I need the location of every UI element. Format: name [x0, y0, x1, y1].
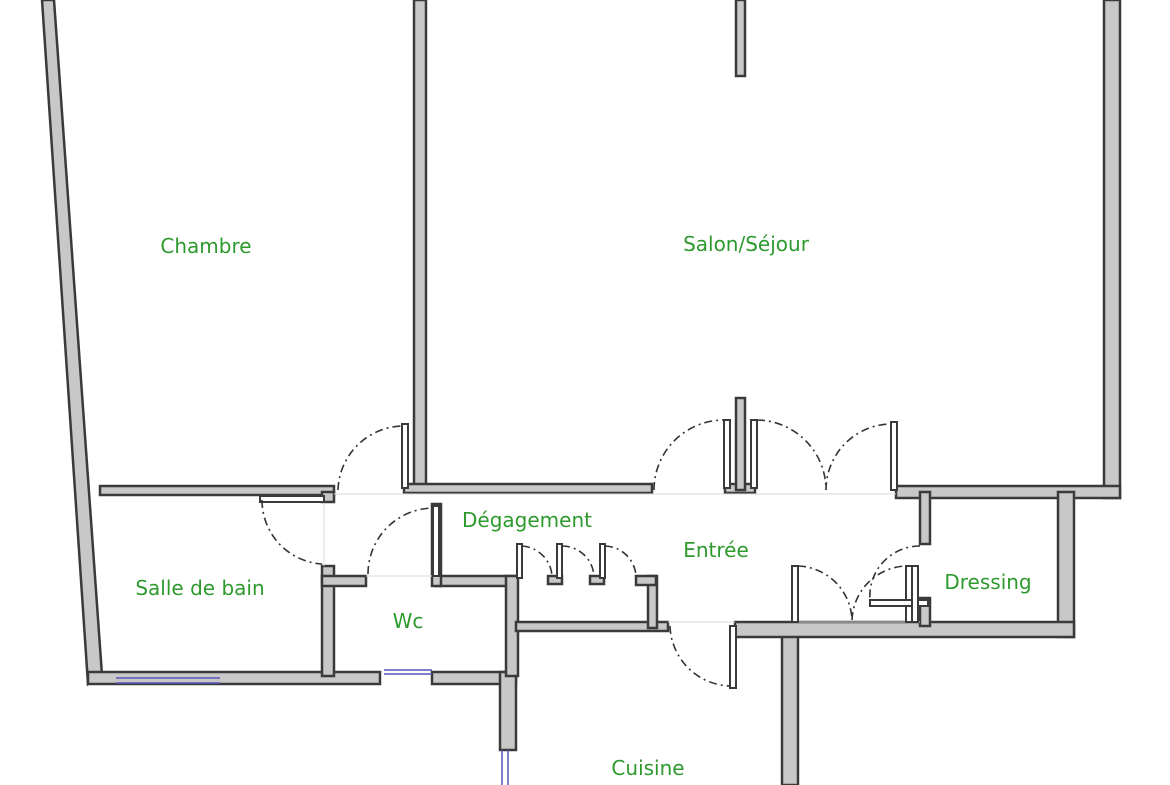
wall-kitchen-left — [498, 670, 518, 752]
label-salle-de-bain: Salle de bain — [135, 576, 264, 600]
wall-dressing-left-lower — [918, 596, 932, 628]
door-salon-right — [750, 419, 827, 491]
door-bathroom — [259, 495, 325, 565]
doors — [259, 419, 929, 689]
door-closet-1 — [516, 543, 553, 579]
door-closet-2 — [556, 543, 595, 579]
wall-salon-bottom-left — [402, 482, 654, 495]
door-closet-3 — [599, 543, 637, 579]
wall-closet-top-right — [634, 574, 658, 587]
wall-salon-center-stub — [734, 396, 747, 492]
wall-chambre-bottom — [98, 484, 336, 497]
door-kitchen — [669, 625, 737, 689]
wall-kitchen-right — [780, 624, 800, 785]
windows — [116, 669, 509, 785]
wall-closet-bottom — [514, 620, 670, 633]
wall-bathroom-right — [320, 564, 336, 678]
wall-salon-right — [1102, 0, 1122, 500]
closet-separator-2 — [588, 574, 606, 586]
thresholds — [323, 493, 920, 623]
wall-chambre-salon — [412, 0, 428, 494]
label-entree: Entrée — [683, 538, 749, 562]
closet-separator-1 — [546, 574, 564, 586]
room-labels: Chambre Salon/Séjour Dégagement Entrée S… — [135, 232, 1031, 780]
wall-bottom-left — [86, 670, 382, 686]
door-dressing — [851, 545, 929, 623]
wall-dressing-bottom — [733, 620, 1076, 639]
door-salon-left — [653, 419, 731, 491]
label-salon-sejour: Salon/Séjour — [683, 232, 810, 256]
label-chambre: Chambre — [160, 234, 251, 258]
door-salon-far-right — [825, 421, 898, 491]
wall-wc-top — [320, 574, 368, 588]
wall-dressing-right — [1056, 490, 1076, 639]
door-entree — [791, 565, 853, 623]
label-dressing: Dressing — [944, 570, 1031, 594]
door-wc — [367, 505, 440, 577]
wall-left-exterior — [40, 0, 104, 687]
door-chambre — [337, 423, 409, 491]
wall-wc-top-right — [434, 574, 518, 588]
label-wc: Wc — [393, 609, 424, 633]
label-degagement: Dégagement — [462, 508, 592, 532]
wall-stub-top — [734, 0, 747, 78]
label-cuisine: Cuisine — [611, 756, 684, 780]
wall-dressing-left — [918, 490, 932, 546]
walls — [40, 0, 1122, 785]
